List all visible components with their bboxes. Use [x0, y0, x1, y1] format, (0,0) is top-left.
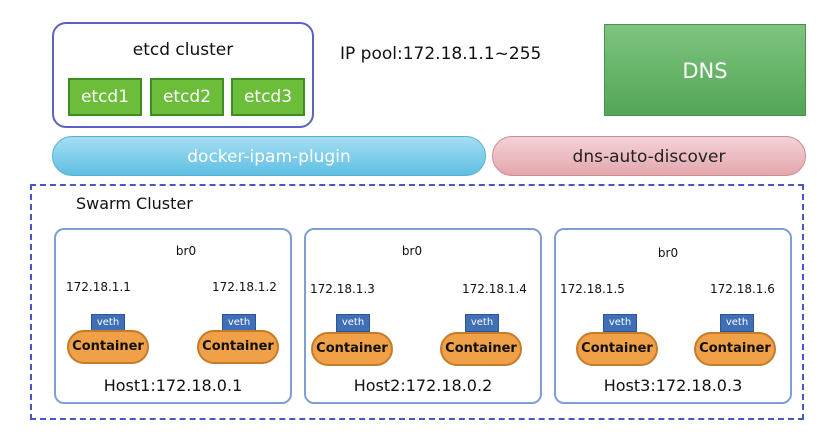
bridge-label: br0 [657, 246, 679, 260]
dns-box: DNS [604, 24, 806, 116]
container-node: Container [197, 330, 279, 364]
ip-pool-label: IP pool:172.18.1.1~255 [340, 44, 542, 64]
veth-interface: veth [336, 314, 370, 332]
bridge-label: br0 [175, 244, 197, 258]
container-node: Container [694, 332, 776, 366]
host-label: Host2:172.18.0.2 [353, 376, 493, 395]
swarm-cluster-title: Swarm Cluster [76, 194, 193, 213]
veth-interface: veth [465, 314, 499, 332]
host-label: Host1:172.18.0.1 [103, 376, 243, 395]
container-node: Container [576, 332, 658, 366]
veth-interface: veth [603, 314, 637, 332]
dns-auto-discover-bar: dns-auto-discover [492, 136, 806, 176]
swarm-cluster-box [30, 184, 804, 420]
etcd-node: etcd1 [68, 78, 142, 116]
ip-label: 172.18.1.3 [310, 282, 375, 296]
container-node: Container [440, 332, 522, 366]
ip-label: 172.18.1.5 [560, 282, 625, 296]
bridge-label: br0 [401, 244, 423, 258]
veth-interface: veth [720, 314, 754, 332]
host-label: Host3:172.18.0.3 [603, 376, 743, 395]
container-node: Container [311, 332, 393, 366]
ip-label: 172.18.1.2 [212, 280, 277, 294]
veth-interface: veth [222, 314, 256, 332]
etcd-cluster-title: etcd cluster [132, 40, 234, 60]
ip-label: 172.18.1.1 [66, 280, 131, 294]
container-node: Container [67, 330, 149, 364]
ip-label: 172.18.1.4 [462, 282, 527, 296]
ip-label: 172.18.1.6 [710, 282, 775, 296]
docker-ipam-plugin-bar: docker-ipam-plugin [52, 136, 486, 176]
etcd-node: etcd2 [150, 78, 224, 116]
etcd-node: etcd3 [231, 78, 305, 116]
